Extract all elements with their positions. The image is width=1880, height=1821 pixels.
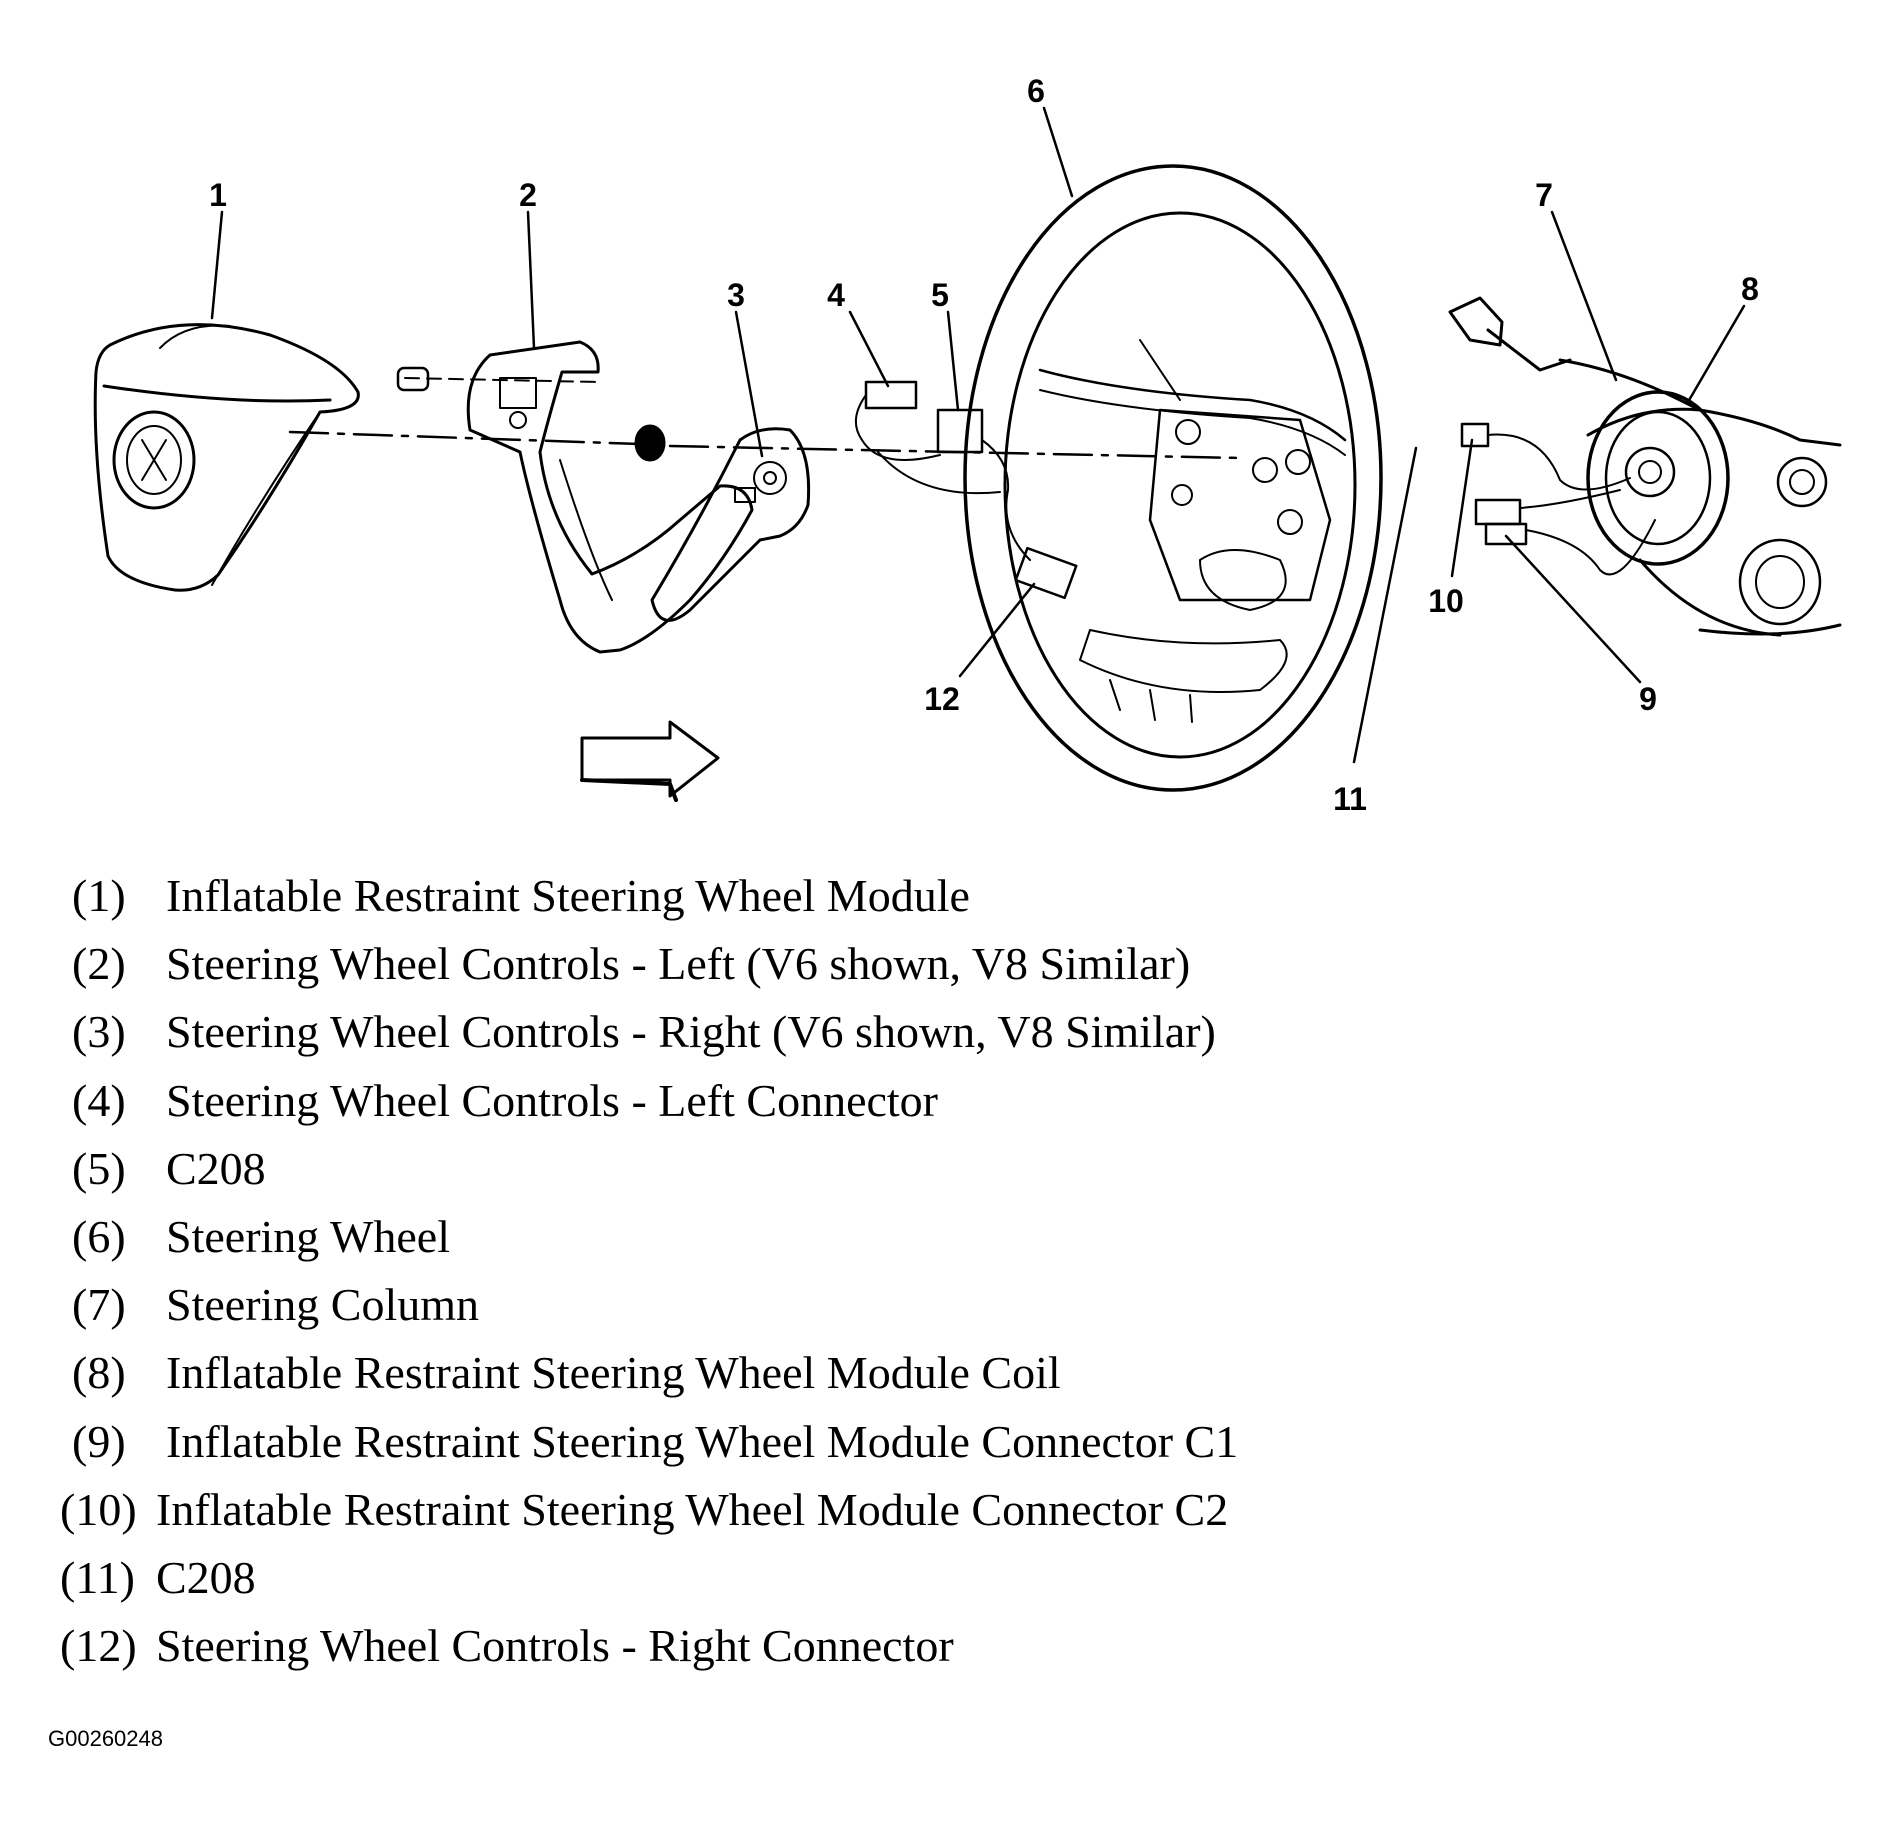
legend-number: (11) (60, 1552, 135, 1603)
legend-item: (8) Inflatable Restraint Steering Wheel M… (72, 1345, 1061, 1401)
legend-text: Steering Wheel Controls - Right Connecto… (156, 1620, 954, 1672)
callout-2: 2 (519, 177, 537, 213)
callout-12: 12 (924, 681, 960, 717)
legend-item: (9) Inflatable Restraint Steering Wheel M… (72, 1414, 1238, 1470)
legend-item: (2) Steering Wheel Controls - Left (V6 sh… (72, 936, 1190, 992)
legend-item: (11) C208 (60, 1550, 256, 1606)
callout-4: 4 (827, 277, 845, 313)
legend-text: Steering Column (166, 1279, 480, 1331)
callout-7: 7 (1535, 177, 1553, 213)
direction-arrow (580, 720, 720, 802)
legend-number: (9) (72, 1415, 126, 1467)
exploded-view-diagram: 1 2 3 4 5 6 7 8 9 10 11 12 (93, 73, 1842, 817)
callout-labels: 1 2 3 4 5 6 7 8 9 10 11 12 (209, 73, 1759, 817)
legend-number: (1) (72, 870, 126, 921)
callout-5: 5 (931, 277, 949, 313)
retaining-nut (634, 424, 666, 462)
airbag-module (93, 323, 360, 592)
legend-number: (2) (72, 938, 126, 990)
right-controls (650, 427, 811, 622)
legend-item: (10) Inflatable Restraint Steering Wheel … (60, 1482, 1229, 1538)
legend-text: Inflatable Restraint Steering Wheel Modu… (166, 1415, 1239, 1467)
callout-8: 8 (1741, 271, 1759, 307)
callout-10: 10 (1428, 583, 1464, 619)
left-connector-and-c208 (855, 380, 1078, 600)
legend-item: (4) Steering Wheel Controls - Left Connec… (72, 1073, 938, 1129)
assembly-centerline (288, 430, 1242, 460)
legend-item: (6) Steering Wheel (72, 1209, 450, 1265)
leader-lines (210, 106, 1746, 764)
legend-number: (12) (60, 1620, 137, 1672)
legend-item: (12) Steering Wheel Controls - Right Conn… (60, 1618, 954, 1674)
callout-6: 6 (1027, 73, 1045, 109)
callout-3: 3 (727, 277, 745, 313)
legend-text: C208 (156, 1552, 256, 1603)
legend-text: Steering Wheel Controls - Right (V6 show… (166, 1006, 1216, 1058)
legend-number: (7) (72, 1279, 126, 1331)
legend-item: (7) Steering Column (72, 1277, 479, 1333)
legend-text: Inflatable Restraint Steering Wheel Modu… (166, 870, 970, 921)
legend-number: (8) (72, 1347, 126, 1399)
legend-text: Steering Wheel (166, 1211, 450, 1262)
callout-9: 9 (1639, 681, 1657, 717)
callout-11: 11 (1333, 781, 1367, 817)
legend-text: Steering Wheel Controls - Left Connector (166, 1074, 939, 1126)
callout-1: 1 (209, 177, 227, 213)
legend-text: Steering Wheel Controls - Left (V6 shown… (166, 938, 1191, 990)
legend-number: (10) (60, 1483, 137, 1535)
steering-column (1448, 296, 1842, 637)
legend-item: (1) Inflatable Restraint Steering Wheel M… (72, 868, 970, 924)
legend-item: (3) Steering Wheel Controls - Right (V6 s… (72, 1004, 1216, 1060)
legend-number: (6) (72, 1211, 126, 1262)
figure-id: G00260248 (48, 1726, 163, 1751)
legend-item: (5) C208 (72, 1141, 266, 1197)
legend-text: Inflatable Restraint Steering Wheel Modu… (156, 1483, 1229, 1535)
legend-text: C208 (166, 1142, 266, 1194)
steering-wheel (963, 164, 1383, 792)
legend-text: Inflatable Restraint Steering Wheel Modu… (166, 1347, 1061, 1399)
left-controls (396, 340, 754, 654)
legend-number: (5) (72, 1142, 126, 1194)
coil-connectors (1460, 422, 1656, 576)
legend-number: (4) (72, 1074, 126, 1126)
legend-number: (3) (72, 1006, 126, 1058)
